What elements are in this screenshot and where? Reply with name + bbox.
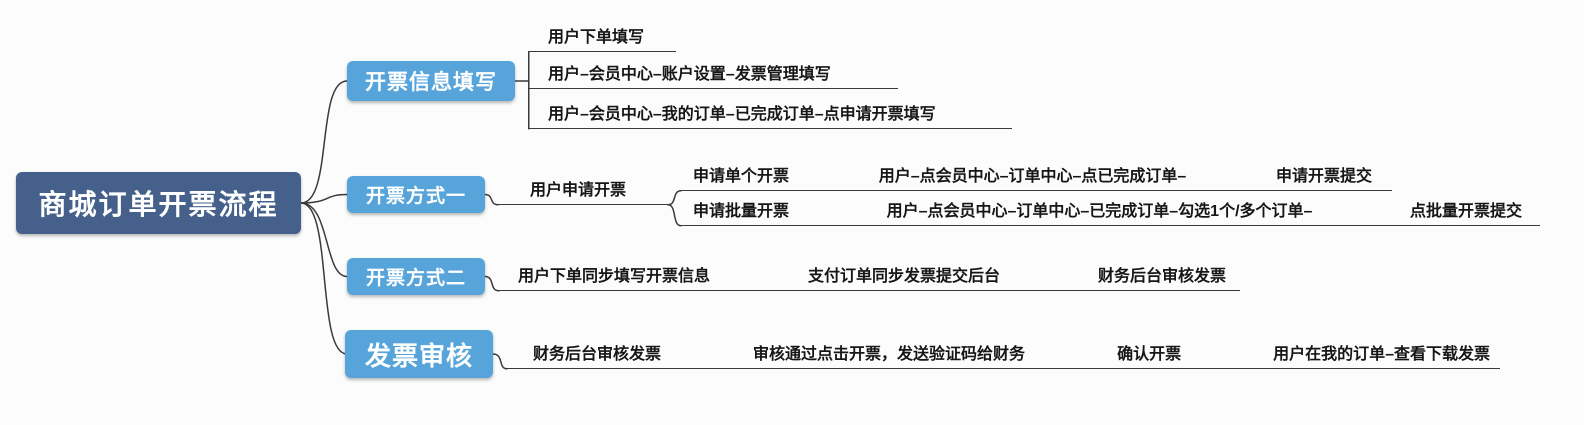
row-method-2: 用户下单同步填写开票信息 支付订单同步发票提交后台 财务后台审核发票 <box>497 267 1240 291</box>
node-finance-review[interactable]: 财务后台审核发票 <box>1097 268 1226 285</box>
node-single-invoice-path[interactable]: 用户–点会员中心–订单中心–点已完成订单– <box>878 168 1187 185</box>
connector-branch3-row <box>484 275 500 292</box>
node-submit-invoice[interactable]: 申请开票提交 <box>1275 168 1372 185</box>
node-confirm-invoice[interactable]: 确认开票 <box>1117 346 1182 363</box>
connector-root-branch2 <box>300 193 348 204</box>
row-single-invoice: 申请单个开票 用户–点会员中心–订单中心–点已完成订单– 申请开票提交 <box>680 167 1392 191</box>
row-invoice-review: 财务后台审核发票 审核通过点击开票，发送验证码给财务 确认开票 用户在我的订单–… <box>505 345 1500 369</box>
node-order-sync-fill[interactable]: 用户下单同步填写开票信息 <box>518 268 711 285</box>
connector-branch2-child <box>484 193 499 206</box>
branch-node-invoice-review[interactable]: 发票审核 <box>345 330 493 378</box>
node-batch-invoice-path[interactable]: 用户–点会员中心–订单中心–已完成订单–勾选1个/多个订单– <box>886 203 1313 220</box>
node-apply-single-invoice[interactable]: 申请单个开票 <box>693 168 790 185</box>
connector-split-row2 <box>667 204 682 227</box>
connector-root-branch4 <box>300 202 348 355</box>
node-completed-order-apply-fill[interactable]: 用户–会员中心–我的订单–已完成订单–点申请开票填写 <box>528 105 1012 129</box>
node-view-download-invoice[interactable]: 用户在我的订单–查看下载发票 <box>1273 346 1490 363</box>
branch-node-invoice-method-2[interactable]: 开票方式二 <box>347 258 485 295</box>
branch-node-invoice-method-1[interactable]: 开票方式一 <box>347 176 485 213</box>
root-node[interactable]: 商城订单开票流程 <box>16 172 301 234</box>
node-account-settings-fill[interactable]: 用户–会员中心–账户设置–发票管理填写 <box>528 65 898 89</box>
node-review-pass-send-code[interactable]: 审核通过点击开票，发送验证码给财务 <box>753 346 1026 363</box>
row-batch-invoice: 申请批量开票 用户–点会员中心–订单中心–已完成订单–勾选1个/多个订单– 点批… <box>680 202 1540 226</box>
node-pay-sync-submit[interactable]: 支付订单同步发票提交后台 <box>807 268 1000 285</box>
node-submit-batch-invoice[interactable]: 点批量开票提交 <box>1409 203 1522 220</box>
node-apply-batch-invoice[interactable]: 申请批量开票 <box>693 203 790 220</box>
branch-node-invoice-info-fill[interactable]: 开票信息填写 <box>347 61 515 101</box>
connector-root-branch1 <box>300 80 348 204</box>
connector-root-branch3 <box>300 202 348 278</box>
node-user-apply-invoice[interactable]: 用户申请开票 <box>497 181 668 205</box>
node-order-fill[interactable]: 用户下单填写 <box>528 28 676 52</box>
node-finance-review-invoice[interactable]: 财务后台审核发票 <box>533 346 662 363</box>
